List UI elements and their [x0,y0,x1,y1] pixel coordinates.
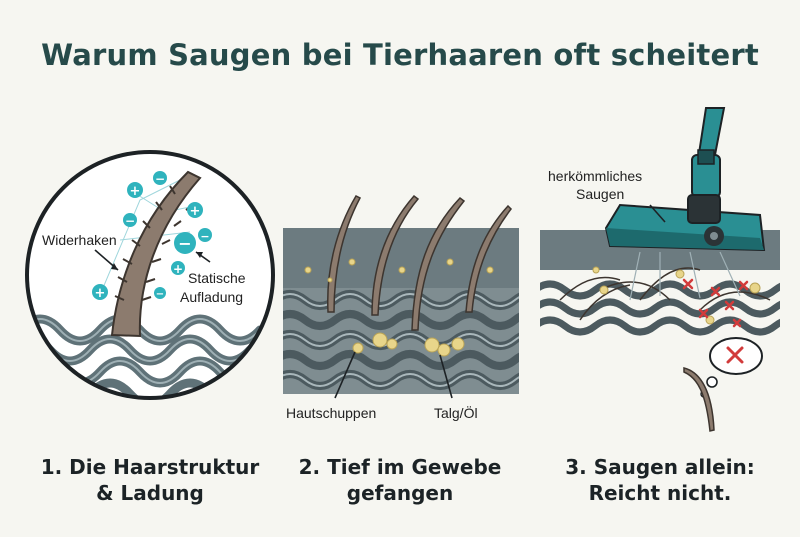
label-static-line1: Statische [188,270,246,286]
panel-1-magnifier: + − + − − − + + − [25,150,275,400]
static-charges: + − + − − − + + − [92,171,212,301]
page-title: Warum Saugen bei Tierhaaren oft scheiter… [41,38,759,72]
svg-text:+: + [95,286,106,301]
svg-text:−: − [125,214,135,228]
svg-text:−: − [178,234,191,253]
caption-panel-1: 1. Die Haarstruktur & Ladung [30,454,270,506]
caption-3-line1: 3. Saugen allein: [565,455,755,479]
caption-2-line2: gefangen [346,481,454,505]
svg-text:−: − [200,230,209,243]
caption-panel-2: 2. Tief im Gewebe gefangen [280,454,520,506]
caption-panel-3: 3. Saugen allein: Reicht nicht. [540,454,780,506]
label-dander: Hautschuppen [286,405,377,421]
caption-3-line2: Reicht nicht. [588,481,732,505]
caption-2-line1: 2. Tief im Gewebe [298,455,502,479]
svg-text:−: − [155,172,165,186]
panel-2-fabric [283,194,519,399]
fail-thought-bubble [700,337,763,398]
label-vacuum-line2: Saugen [576,186,625,202]
label-sebum: Talg/Öl [434,405,478,421]
dander-particles [304,258,494,357]
label-barbs: Widerhaken [42,232,117,248]
failed-marks [682,278,749,328]
trapped-hairs [326,194,512,331]
svg-text:+: + [130,184,141,199]
svg-text:+: + [190,204,201,219]
panel-3-vacuum [540,107,780,432]
vacuum-cleaner [604,107,766,252]
leftover-hair [683,367,715,432]
svg-text:+: + [173,262,183,276]
label-static-line2: Aufladung [180,289,244,305]
svg-text:−: − [156,289,164,300]
caption-1-line1: 1. Die Haarstruktur [40,455,260,479]
caption-1-line2: & Ladung [96,481,204,505]
label-vacuum-line1: herkömmliches [548,168,643,184]
hair-shaft [110,170,202,338]
